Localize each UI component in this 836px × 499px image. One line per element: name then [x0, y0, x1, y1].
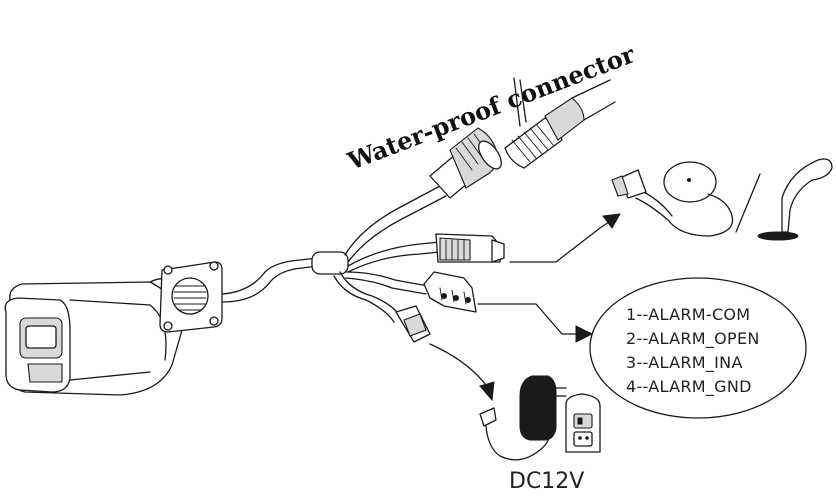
alarm-pin-bubble — [589, 277, 807, 419]
alarm-pin-4: 4--ALARM_GND — [626, 377, 752, 397]
audio-branch — [347, 233, 505, 273]
alarm-terminal-block — [423, 271, 477, 313]
rj45-connector — [429, 127, 502, 199]
alarm-pin-3: 3--ALARM_INA — [626, 353, 743, 373]
power-adapter — [519, 375, 557, 441]
power-label: DC12V — [509, 469, 584, 494]
alarm-pin-callout: 1--ALARM-COM 2--ALARM_OPEN 3--ALARM_INA … — [589, 277, 807, 419]
alarm-pin-2: 2--ALARM_OPEN — [626, 329, 760, 349]
callout-arrows — [429, 213, 621, 402]
desk-microphone — [781, 158, 833, 233]
pickup-microphone — [663, 161, 717, 203]
bullet-camera — [4, 277, 183, 396]
dc-plug — [479, 407, 497, 427]
alarm-branch — [345, 271, 477, 313]
network-branch — [344, 127, 502, 263]
main-cable — [221, 251, 349, 303]
camera-mount — [159, 261, 223, 333]
waterproof-cap — [504, 77, 616, 169]
cable-splitter — [311, 251, 349, 275]
microphone-assembly — [611, 158, 833, 241]
power-adapter-assembly: DC12V — [479, 375, 601, 494]
power-branch — [333, 271, 431, 343]
alarm-pin-1: 1--ALARM-COM — [626, 305, 750, 324]
